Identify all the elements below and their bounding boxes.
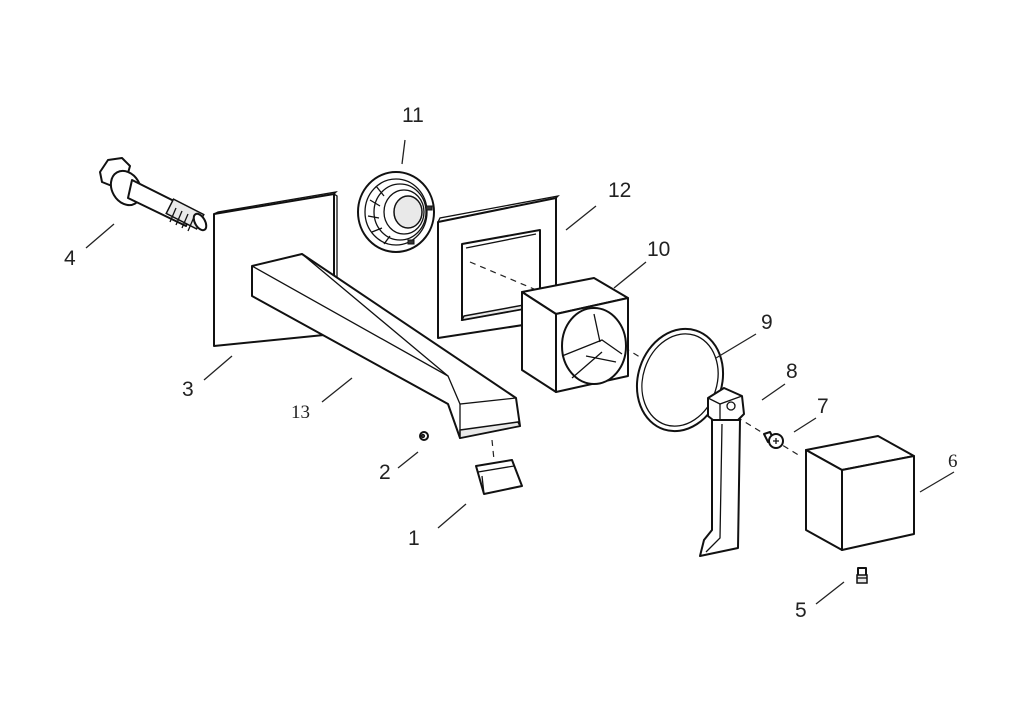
part-6-cube-cover [805, 435, 915, 551]
part-4-cartridge [99, 157, 208, 232]
callout-4: 4 [64, 247, 76, 270]
part-5-grub-screw [856, 567, 868, 584]
part-7-screw [763, 431, 784, 449]
callout-2: 2 [379, 461, 391, 484]
callout-3: 3 [182, 378, 194, 401]
leader-lines [85, 139, 955, 605]
callout-1: 1 [408, 527, 420, 550]
part-8-lever-handle [699, 387, 745, 557]
callout-labels: 1 2 3 4 5 6 7 8 9 10 11 12 13 [64, 104, 958, 622]
part-11-threaded-ring [357, 171, 435, 253]
callout-8: 8 [786, 360, 798, 383]
callout-13: 13 [291, 402, 310, 423]
callout-6: 6 [948, 451, 958, 472]
callout-12: 12 [608, 179, 631, 202]
callout-5: 5 [795, 599, 807, 622]
callout-9: 9 [761, 311, 773, 334]
part-2-set-screw [419, 431, 429, 441]
callout-7: 7 [817, 395, 829, 418]
part-13-spout [251, 253, 522, 439]
callout-11: 11 [402, 104, 424, 127]
callout-10: 10 [647, 238, 670, 261]
part-10-cube-housing [521, 277, 629, 393]
part-1-aerator [475, 439, 523, 495]
